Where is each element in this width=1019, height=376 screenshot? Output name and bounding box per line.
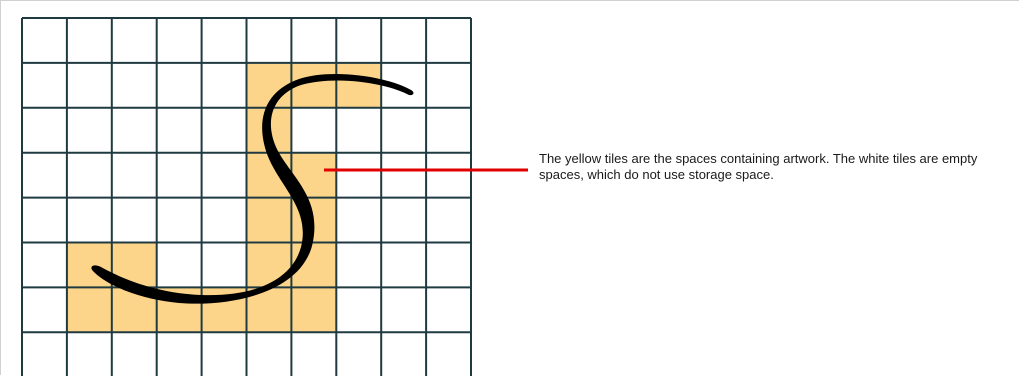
empty-tile [67,153,112,198]
empty-tile [112,108,157,153]
empty-tile [22,153,67,198]
empty-tile [22,63,67,108]
artwork-tile [67,287,112,332]
empty-tile [157,63,202,108]
empty-tile [426,243,471,288]
artwork-tile [247,198,292,243]
empty-tile [336,18,381,63]
empty-tile [247,18,292,63]
empty-tile [336,153,381,198]
empty-tile [67,332,112,376]
empty-tile [381,243,426,288]
empty-tile [157,153,202,198]
empty-tile [381,153,426,198]
empty-tile [202,332,247,376]
empty-tile [202,108,247,153]
artwork-tile [336,63,381,108]
empty-tile [157,243,202,288]
artwork-tile [247,63,292,108]
empty-tile [112,153,157,198]
empty-tile [381,287,426,332]
empty-tile [336,108,381,153]
empty-tile [426,108,471,153]
empty-tile [426,63,471,108]
empty-tile [336,198,381,243]
empty-tile [426,153,471,198]
empty-tile [22,332,67,376]
empty-tile [336,332,381,376]
empty-tile [67,63,112,108]
empty-tile [67,18,112,63]
empty-tile [336,243,381,288]
empty-tile [202,63,247,108]
artwork-tile [291,287,336,332]
empty-tile [291,108,336,153]
empty-tile [247,332,292,376]
empty-tile [22,18,67,63]
empty-tile [202,243,247,288]
empty-tile [157,198,202,243]
empty-tile [112,332,157,376]
empty-tile [202,18,247,63]
empty-tile [157,18,202,63]
empty-tile [112,63,157,108]
empty-tile [22,287,67,332]
empty-tile [426,198,471,243]
empty-tile [426,332,471,376]
empty-tile [291,332,336,376]
empty-tile [426,287,471,332]
diagram-caption: The yellow tiles are the spaces containi… [539,151,1009,183]
empty-tile [291,18,336,63]
empty-tile [336,287,381,332]
empty-tile [426,18,471,63]
empty-tile [381,108,426,153]
empty-tile [202,198,247,243]
artwork-tile [67,243,112,288]
empty-tile [67,108,112,153]
empty-tile [22,243,67,288]
empty-tile [381,198,426,243]
empty-tile [112,18,157,63]
empty-tile [202,153,247,198]
empty-tile [157,332,202,376]
empty-tile [22,108,67,153]
empty-tile [22,198,67,243]
empty-tile [381,332,426,376]
empty-tile [381,18,426,63]
empty-tile [67,198,112,243]
empty-tile [157,108,202,153]
empty-tile [112,198,157,243]
